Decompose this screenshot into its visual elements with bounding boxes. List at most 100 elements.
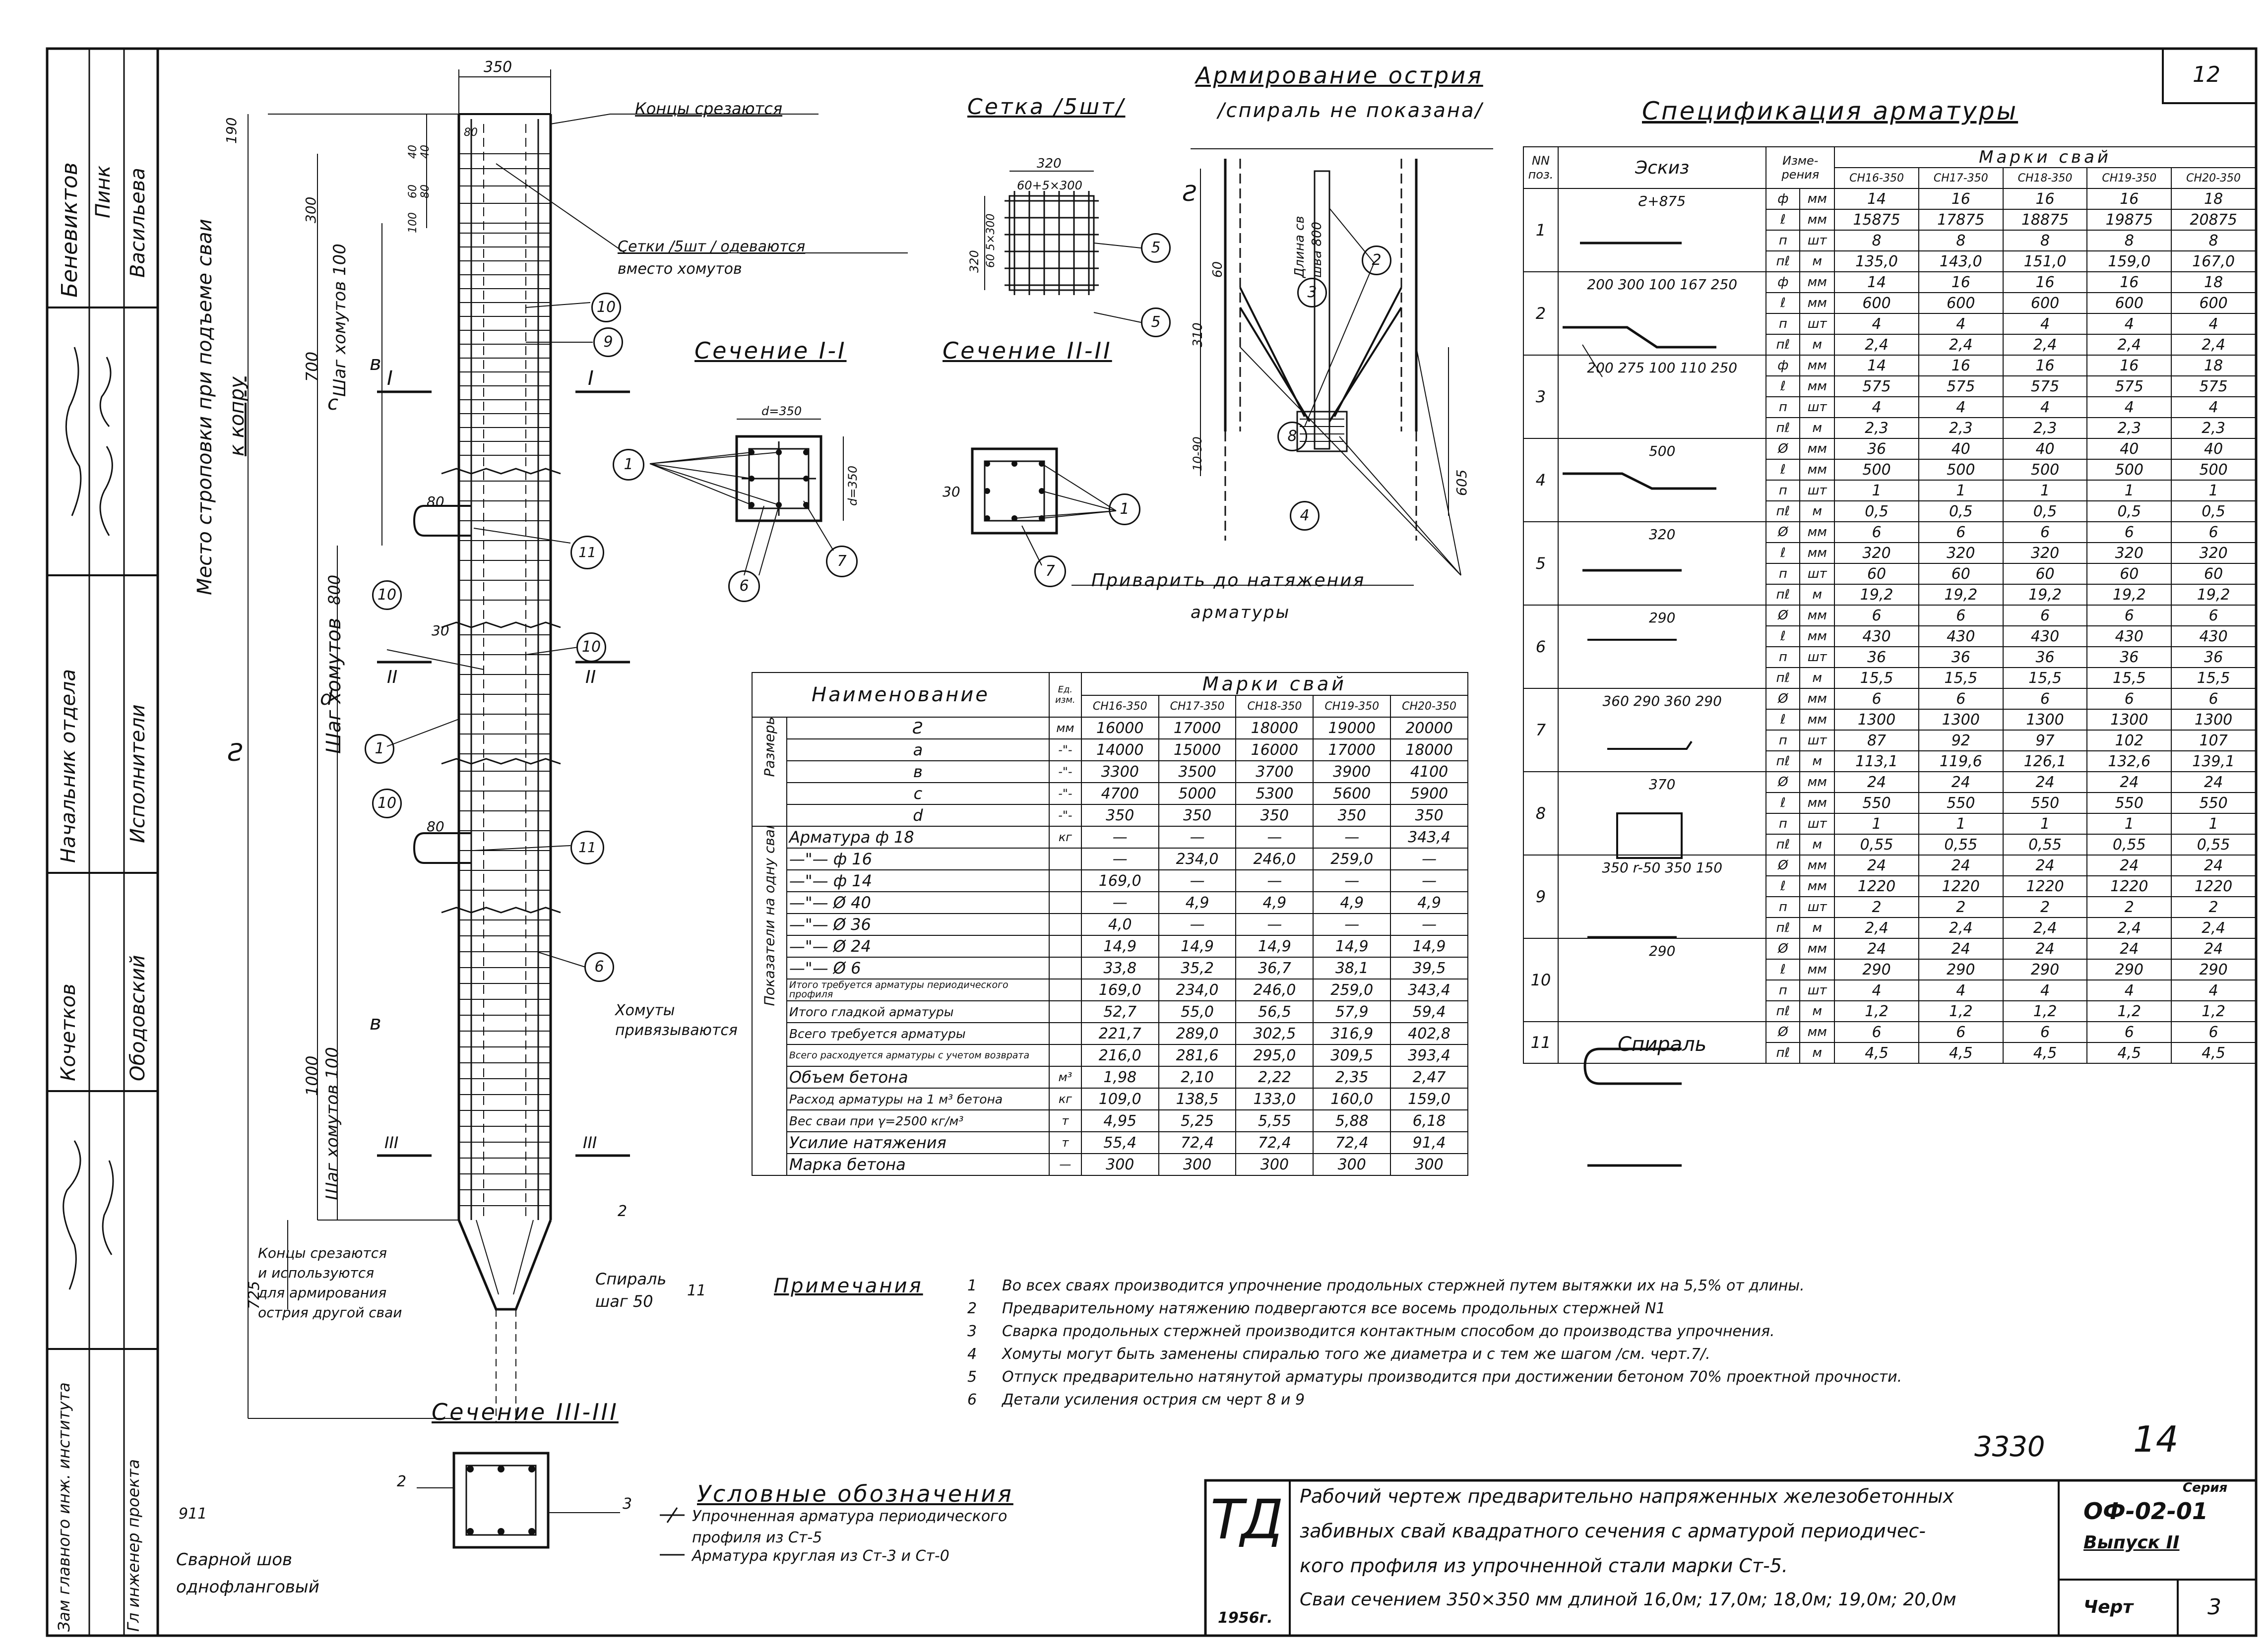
spec-cell: 0,55 xyxy=(1834,834,1919,856)
dim-40b: 40 xyxy=(419,145,432,159)
spec-cell: м xyxy=(1799,584,1835,606)
tip-title: Армирование острия xyxy=(1196,62,1483,89)
spec-cell: 40 xyxy=(2086,438,2172,460)
spec-cell: 113,1 xyxy=(1834,750,1919,772)
spec-cell: 1220 xyxy=(2086,875,2172,897)
spec-cell: 2,3 xyxy=(1834,417,1919,439)
marks-cell: 5000 xyxy=(1158,782,1237,805)
spec-cell: 550 xyxy=(2171,792,2256,814)
spec-cell: ℓ xyxy=(1765,875,1801,897)
spec-cell: 18 xyxy=(2171,355,2256,376)
spec-cell: 15875 xyxy=(1834,209,1919,231)
marks-col-1: СН17-350 xyxy=(1158,695,1237,718)
spec-cell: 8 xyxy=(1918,230,2004,251)
spec-cell: п xyxy=(1765,646,1801,668)
spec-cell: 1 xyxy=(2171,480,2256,501)
spec-cell: мм xyxy=(1799,938,1835,960)
cut-mark-1-right: I xyxy=(588,367,594,390)
spec-cell: 16 xyxy=(1918,188,2004,210)
marks-cell: 234,0 xyxy=(1158,848,1237,870)
marks-cell: 3900 xyxy=(1313,760,1391,783)
dim-700: 700 xyxy=(303,351,321,382)
spec-cell: 6 xyxy=(1834,688,1919,710)
marks-cell: — xyxy=(1390,848,1468,870)
issue-value: Выпуск II xyxy=(2083,1532,2180,1553)
spec-cell: 143,0 xyxy=(1918,250,2004,272)
marks-cell: — xyxy=(1080,891,1159,914)
spec-cell: 1 xyxy=(2171,813,2256,835)
marks-cell xyxy=(1048,891,1082,914)
spec-cell: пℓ xyxy=(1765,250,1801,272)
spec-cell: 430 xyxy=(2086,625,2172,647)
spec-cell: 6 xyxy=(2171,1021,2256,1043)
spec-cell: 1220 xyxy=(1918,875,2004,897)
marks-cell: 289,0 xyxy=(1158,1022,1237,1045)
callout-9-lower: 10 xyxy=(372,789,402,818)
spec-cell: 2,4 xyxy=(2002,334,2088,356)
spec-cell: 159,0 xyxy=(2086,250,2172,272)
spec-cell: 1 xyxy=(2002,813,2088,835)
marks-cell: кг xyxy=(1048,826,1082,849)
strip-name-benediktov: Беневиктов xyxy=(57,162,82,298)
callout-10-upper: 11 xyxy=(570,536,604,569)
spec-cell: 60 xyxy=(1834,563,1919,585)
spec-cell: 15,5 xyxy=(1834,667,1919,689)
marks-cell: 16000 xyxy=(1080,717,1159,739)
dim-80: 80 xyxy=(419,184,432,198)
marks-cell: — xyxy=(1158,869,1237,892)
marks-col-2: СН18-350 xyxy=(1235,695,1314,718)
strip-name-obodovsky: Ободовский xyxy=(126,955,149,1081)
marks-cell: 343,4 xyxy=(1390,979,1468,1001)
mesh-drawing xyxy=(984,171,1141,323)
marks-side-sizes: Размеры свай xyxy=(752,717,787,827)
spec-cell: 4,5 xyxy=(2171,1042,2256,1064)
spec-cell: 1300 xyxy=(1834,709,1919,731)
spec-cell: шт xyxy=(1799,313,1835,335)
tip-weld-note: Приварить до натяжения xyxy=(1091,570,1366,591)
marks-cell: 246,0 xyxy=(1235,848,1314,870)
spec-cell: 24 xyxy=(2171,938,2256,960)
spec-cell: 8 xyxy=(2086,230,2172,251)
spec-cell: м xyxy=(1799,834,1835,856)
marks-head-marks: Марки свай xyxy=(1080,672,1469,696)
marks-cell: — xyxy=(1048,1153,1082,1176)
spec-cell: 40 xyxy=(2002,438,2088,460)
spec-cell: 0,55 xyxy=(1918,834,2004,856)
spec-sketch: 500 xyxy=(1557,438,1767,522)
marks-cell: 14,9 xyxy=(1313,935,1391,958)
logo-td: ТД xyxy=(1210,1488,1283,1551)
section-2-drawing xyxy=(971,447,1117,566)
spec-cell: 6 xyxy=(2002,688,2088,710)
marks-cell: 302,5 xyxy=(1235,1022,1314,1045)
spec-sketch: 200 275 100 110 250 xyxy=(1557,355,1767,439)
mesh-callout-5b: 5 xyxy=(1141,307,1171,337)
marks-cell: Усилие натяжения xyxy=(786,1131,1050,1154)
strip-name-vasilieva: Васильева xyxy=(126,168,149,278)
label-stirrup-step-3: Шаг хомутов 100 xyxy=(322,1047,342,1200)
spec-cell: 575 xyxy=(1834,375,1919,397)
spec-cell: Ø xyxy=(1765,771,1801,793)
marks-cell: — xyxy=(1080,848,1159,870)
spec-cell: 36 xyxy=(1834,438,1919,460)
spec-cell: 1,2 xyxy=(1834,1000,1919,1022)
spec-cell: 24 xyxy=(2171,771,2256,793)
pile-elevation xyxy=(248,69,908,1423)
marks-cell: 4700 xyxy=(1080,782,1159,805)
spec-cell: 16 xyxy=(2086,355,2172,376)
table-row: Всего расходуется арматуры с учетом возв… xyxy=(752,1044,1468,1067)
marks-cell: -"- xyxy=(1048,760,1082,783)
marks-cell: кг xyxy=(1048,1088,1082,1110)
spec-cell: 36 xyxy=(2002,646,2088,668)
spec-cell: 1 xyxy=(1834,480,1919,501)
cut-mark-3-left: III xyxy=(384,1133,399,1152)
spec-cell: 500 xyxy=(2086,459,2172,481)
label-spiral-step: шаг 50 xyxy=(595,1292,653,1311)
